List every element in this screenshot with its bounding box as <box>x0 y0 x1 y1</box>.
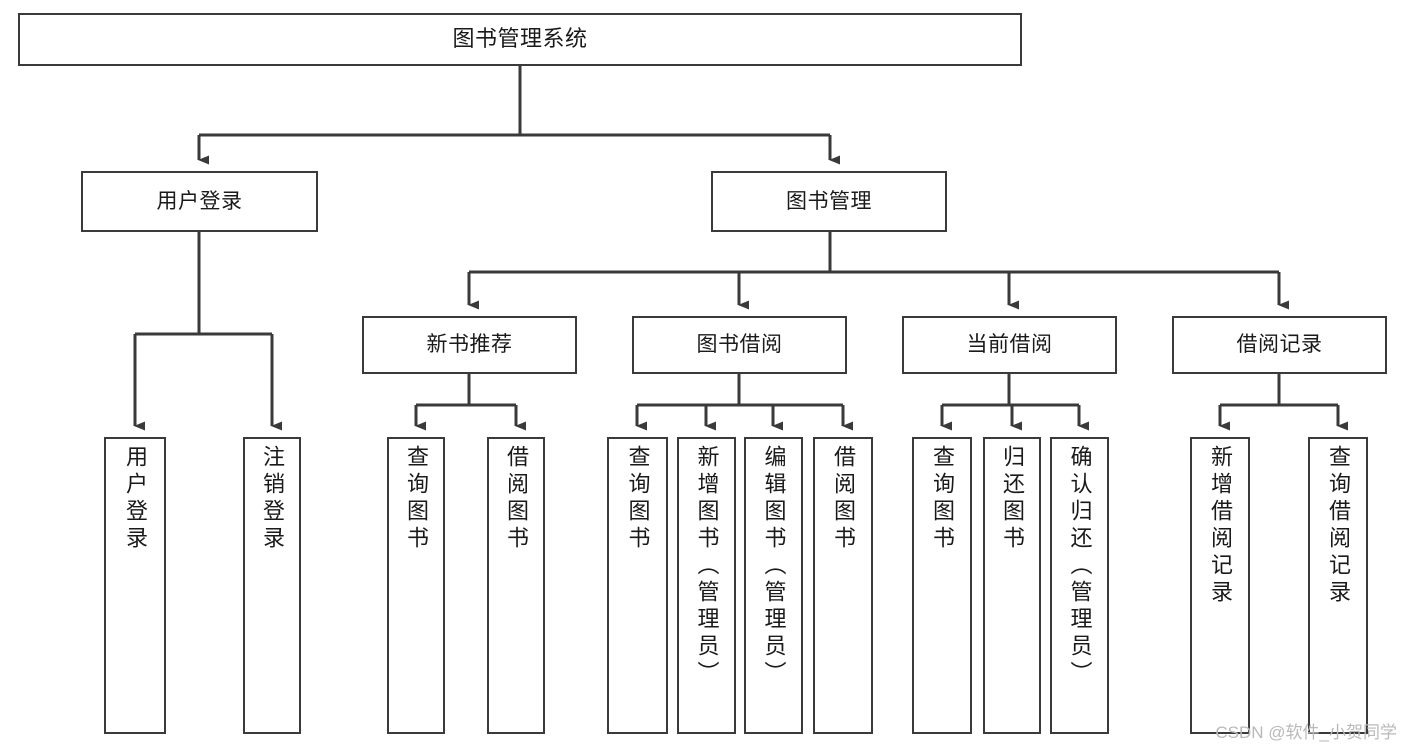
node-leaf-edit-book[interactable]: 编辑图书（管理员） <box>744 437 803 734</box>
node-leaf-return-book[interactable]: 归还图书 <box>983 437 1041 734</box>
node-leaf-confirm-return[interactable]: 确认归还（管理员） <box>1050 437 1109 734</box>
node-leaf-query-record[interactable]: 查询借阅记录 <box>1308 437 1368 734</box>
node-new-book-rec-label: 新书推荐 <box>426 333 513 357</box>
node-leaf-add-record[interactable]: 新增借阅记录 <box>1190 437 1250 734</box>
node-leaf-user-login[interactable]: 用户登录 <box>104 437 166 734</box>
node-leaf-borrow-book-rec[interactable]: 借阅图书 <box>487 437 545 734</box>
node-leaf-user-login-label: 用户登录 <box>123 445 148 553</box>
node-leaf-query-book-cur-label: 查询图书 <box>930 445 955 553</box>
node-leaf-query-book-cur[interactable]: 查询图书 <box>912 437 972 734</box>
node-book-manage-label: 图书管理 <box>786 189 872 213</box>
node-leaf-add-book-label: 新增图书（管理员） <box>694 445 720 688</box>
node-leaf-borrow-book-label: 借阅图书 <box>831 445 856 553</box>
node-book-borrow-label: 图书借阅 <box>696 333 783 357</box>
node-leaf-query-record-label: 查询借阅记录 <box>1326 445 1351 607</box>
node-leaf-borrow-book[interactable]: 借阅图书 <box>813 437 873 734</box>
node-leaf-confirm-return-label: 确认归还（管理员） <box>1067 445 1093 688</box>
node-leaf-add-book[interactable]: 新增图书（管理员） <box>677 437 736 734</box>
node-borrow-record-label: 借阅记录 <box>1236 333 1323 357</box>
node-leaf-query-book-label: 查询图书 <box>625 445 651 553</box>
node-leaf-user-logout-label: 注销登录 <box>260 445 285 553</box>
node-borrow-record[interactable]: 借阅记录 <box>1172 316 1387 374</box>
node-leaf-query-book[interactable]: 查询图书 <box>607 437 668 734</box>
watermark-text: CSDN @软件_小贺同学 <box>1215 723 1397 742</box>
node-leaf-return-book-label: 归还图书 <box>1000 445 1025 553</box>
node-leaf-user-logout[interactable]: 注销登录 <box>243 437 301 734</box>
node-root[interactable]: 图书管理系统 <box>18 13 1022 66</box>
node-book-borrow[interactable]: 图书借阅 <box>632 316 847 374</box>
node-leaf-add-record-label: 新增借阅记录 <box>1208 445 1233 607</box>
node-current-borrow-label: 当前借阅 <box>966 333 1053 357</box>
node-leaf-query-book-rec[interactable]: 查询图书 <box>387 437 445 734</box>
node-leaf-borrow-book-rec-label: 借阅图书 <box>504 445 529 553</box>
node-leaf-edit-book-label: 编辑图书（管理员） <box>761 445 787 688</box>
node-root-label: 图书管理系统 <box>452 26 588 52</box>
node-user-login[interactable]: 用户登录 <box>81 171 318 232</box>
node-new-book-rec[interactable]: 新书推荐 <box>362 316 577 374</box>
node-current-borrow[interactable]: 当前借阅 <box>902 316 1117 374</box>
node-book-manage[interactable]: 图书管理 <box>711 171 947 232</box>
node-leaf-query-book-rec-label: 查询图书 <box>404 445 429 553</box>
node-user-login-label: 用户登录 <box>156 189 243 213</box>
